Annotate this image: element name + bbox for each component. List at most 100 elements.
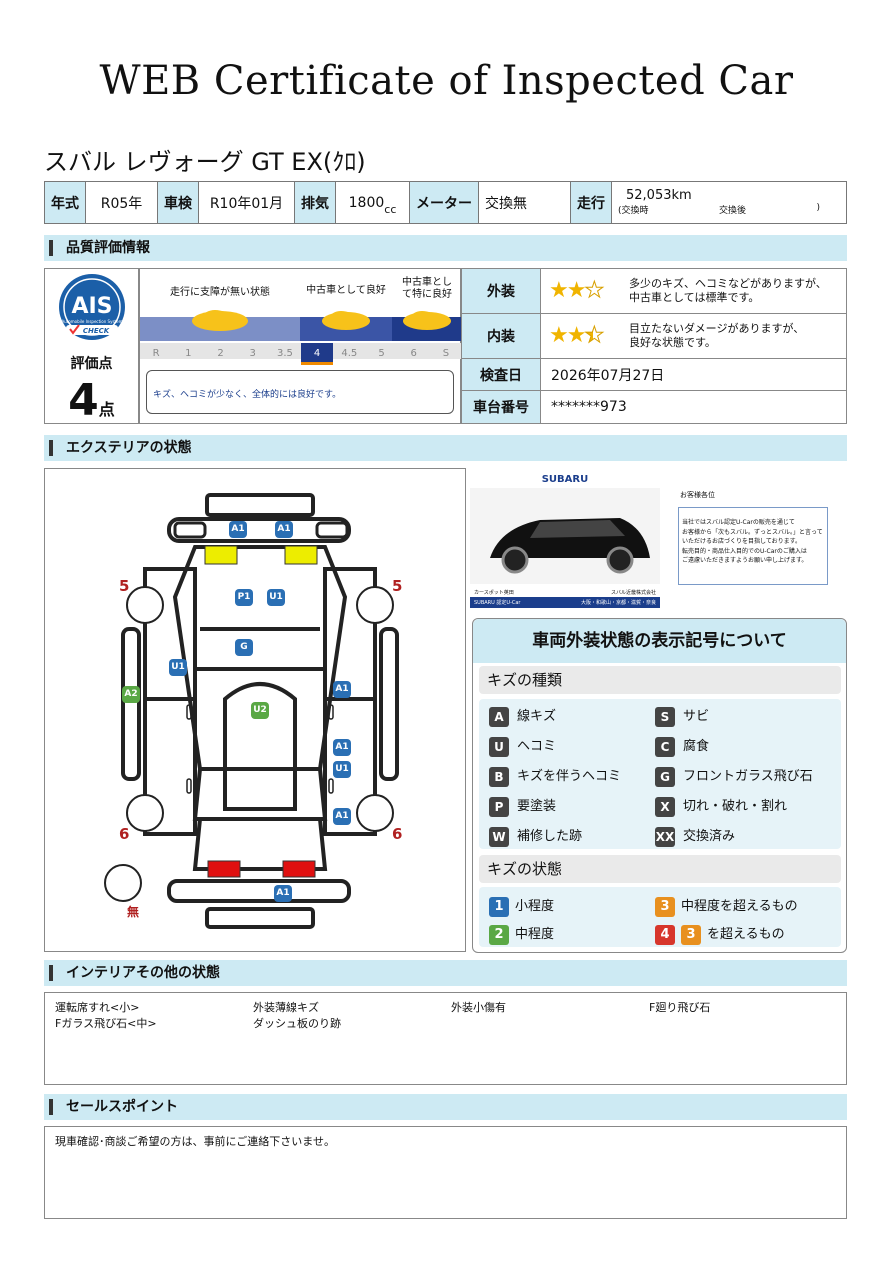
kind-label: 交換済み: [683, 829, 736, 844]
car-icon: [322, 311, 370, 330]
tire-rear-right: 6: [392, 825, 403, 843]
notice-line: ご遠慮いただきますようお願い申し上げます。: [682, 557, 808, 564]
damage-tag: A1: [333, 681, 351, 698]
displacement-label: 排気: [294, 181, 336, 224]
mileage-note-mid: 交換後: [718, 205, 746, 216]
damage-tag: A1: [275, 521, 293, 538]
num-icon: 2: [489, 924, 509, 945]
star-half-icon: ★: [584, 323, 605, 349]
state-label: 中程度: [515, 927, 555, 942]
mileage-note-end: ): [816, 202, 820, 213]
damage-tag: A1: [333, 739, 351, 756]
grade-header-2: 中古車として良好: [306, 285, 386, 296]
damage-tag: U1: [169, 659, 187, 676]
sales-box: 現車確認･商談ご希望の方は、事前にご連絡下さいませ。: [44, 1126, 847, 1219]
num-icon: 1: [489, 896, 509, 917]
mileage-value: 52,053km: [626, 187, 692, 203]
score-label: 評価点: [70, 356, 113, 372]
notice-title: お客様各位: [680, 491, 715, 499]
grade-comment: キズ、ヘコミが少なく、全体的には良好です。: [146, 370, 454, 414]
spare-tire-label: 無: [127, 905, 140, 919]
displacement-cell: 1800cc: [335, 181, 410, 224]
interior-comment: 目立たないダメージがありますが、良好な状態です。: [629, 322, 804, 350]
notice-line: お客様から「次もスバル。ずっとスバル。」と言って: [682, 528, 823, 536]
exterior-comment-line1: 多少のキズ、ヘコミなどがありますが、: [629, 276, 827, 290]
mileage-label: 走行: [570, 181, 612, 224]
exterior-comment-line2: 中古車としては標準です。: [629, 290, 760, 304]
interior-comment-line1: 目立たないダメージがありますが、: [629, 321, 805, 335]
star-icon: ★: [566, 323, 587, 349]
star-empty-icon: ★: [584, 278, 605, 304]
interior-item: 外装薄線キズ: [253, 1001, 319, 1014]
notice-line: 転売目的・商品仕入目的でのU-Carのご購入は: [682, 547, 807, 555]
chip-icon: S: [655, 706, 675, 727]
grade-step: R: [152, 348, 160, 359]
section-interior: インテリアその他の状態: [44, 960, 847, 986]
exterior-stars: ★★★: [549, 278, 629, 304]
chip-icon: G: [655, 766, 675, 787]
dealer-caption-left: カースポット英田: [474, 590, 514, 596]
spec-table: 年式 R05年 車検 R10年01月 排気 1800cc メーター 交換無 走行…: [44, 181, 847, 224]
interior-box: 運転席すれ<小> 外装薄線キズ 外装小傷有 F廻り飛び石 Fガラス飛び石<中> …: [44, 992, 847, 1085]
damage-tag: G: [235, 639, 253, 656]
damage-tag: U2: [251, 702, 269, 719]
chip-icon: C: [655, 736, 675, 757]
grade-step: 1: [185, 348, 192, 359]
damage-tag: P1: [235, 589, 253, 606]
chip-icon: U: [489, 736, 509, 757]
shaken-value: R10年01月: [198, 181, 295, 224]
damage-tag: A2: [122, 686, 140, 703]
interior-comment-line2: 良好な状態です。: [629, 335, 716, 349]
grade-header-1: 走行に支障が無い状態: [170, 287, 270, 298]
chip-icon: W: [489, 826, 509, 847]
grade-step: 3.5: [276, 348, 293, 359]
star-icon: ★: [549, 323, 569, 349]
kind-label: キズを伴うヘコミ: [517, 769, 622, 784]
kind-label: 腐食: [683, 739, 710, 754]
dealer-caption: カースポット英田 スバル近畿株式会社: [470, 588, 660, 597]
kind-label: フロントガラス飛び石: [683, 769, 813, 784]
chassis-value: *******973: [540, 390, 847, 424]
star-icon: ★: [549, 278, 569, 304]
num-icon: 3: [681, 924, 701, 945]
chip-icon: P: [489, 796, 509, 817]
mileage-cell: 52,053km (交換時交換後): [611, 181, 847, 224]
ais-logo-icon: AIS Automobile Inspection System CHECK: [58, 274, 125, 340]
ais-panel: AIS Automobile Inspection System CHECK 評…: [44, 268, 139, 426]
score-value: 4: [68, 375, 99, 426]
dealer-brand: SUBARU: [541, 474, 589, 485]
chip-icon: B: [489, 766, 509, 787]
num-icon: 4: [655, 924, 675, 945]
year-value: R05年: [85, 181, 158, 224]
dealer-caption-right: スバル近畿株式会社: [610, 590, 656, 596]
ais-logo-text: AIS: [71, 294, 112, 319]
chip-icon: X: [655, 796, 675, 817]
notice-box: 当社ではスバル認定U-Carの販売を通じて お客様から「次もスバル。ずっとスバル…: [678, 507, 828, 585]
state-label: 小程度: [515, 899, 555, 914]
quality-table: 外装 ★★★ 多少のキズ、ヘコミなどがありますが、中古車としては標準です。 内装…: [461, 268, 847, 424]
interior-item: F廻り飛び石: [649, 1001, 711, 1014]
page-title: WEB Certificate of Inspected Car: [99, 58, 794, 104]
kind-label: 要塗装: [517, 799, 557, 814]
dealer-caption-bottom-right: 大阪・和歌山・京都・滋賀・奈良: [580, 600, 656, 606]
kind-label: ヘコミ: [517, 739, 557, 754]
inspection-date-value: 2026年07月27日: [540, 357, 847, 392]
grade-step: 4: [301, 343, 334, 365]
grade-step: 4.5: [341, 348, 358, 359]
section-exterior: エクステリアの状態: [44, 435, 847, 461]
score-display: 4点: [45, 375, 138, 426]
interior-item: 運転席すれ<小>: [55, 1001, 140, 1014]
chip-icon: XX: [655, 826, 675, 847]
grade-step: 2: [217, 348, 224, 359]
state-title: キズの状態: [479, 855, 841, 883]
damage-diagram: 5 5 6 6 無 A1 A1 P1 U1 G U1 A2 U2 A1 A1 U…: [44, 468, 466, 952]
section-sales: セールスポイント: [44, 1094, 847, 1120]
kind-label: 線キズ: [517, 709, 557, 724]
legend-title: 車両外装状態の表示記号について: [473, 619, 846, 663]
car-icon: [403, 311, 451, 330]
chassis-label: 車台番号: [461, 390, 541, 424]
tire-rear-left: 6: [119, 825, 130, 843]
